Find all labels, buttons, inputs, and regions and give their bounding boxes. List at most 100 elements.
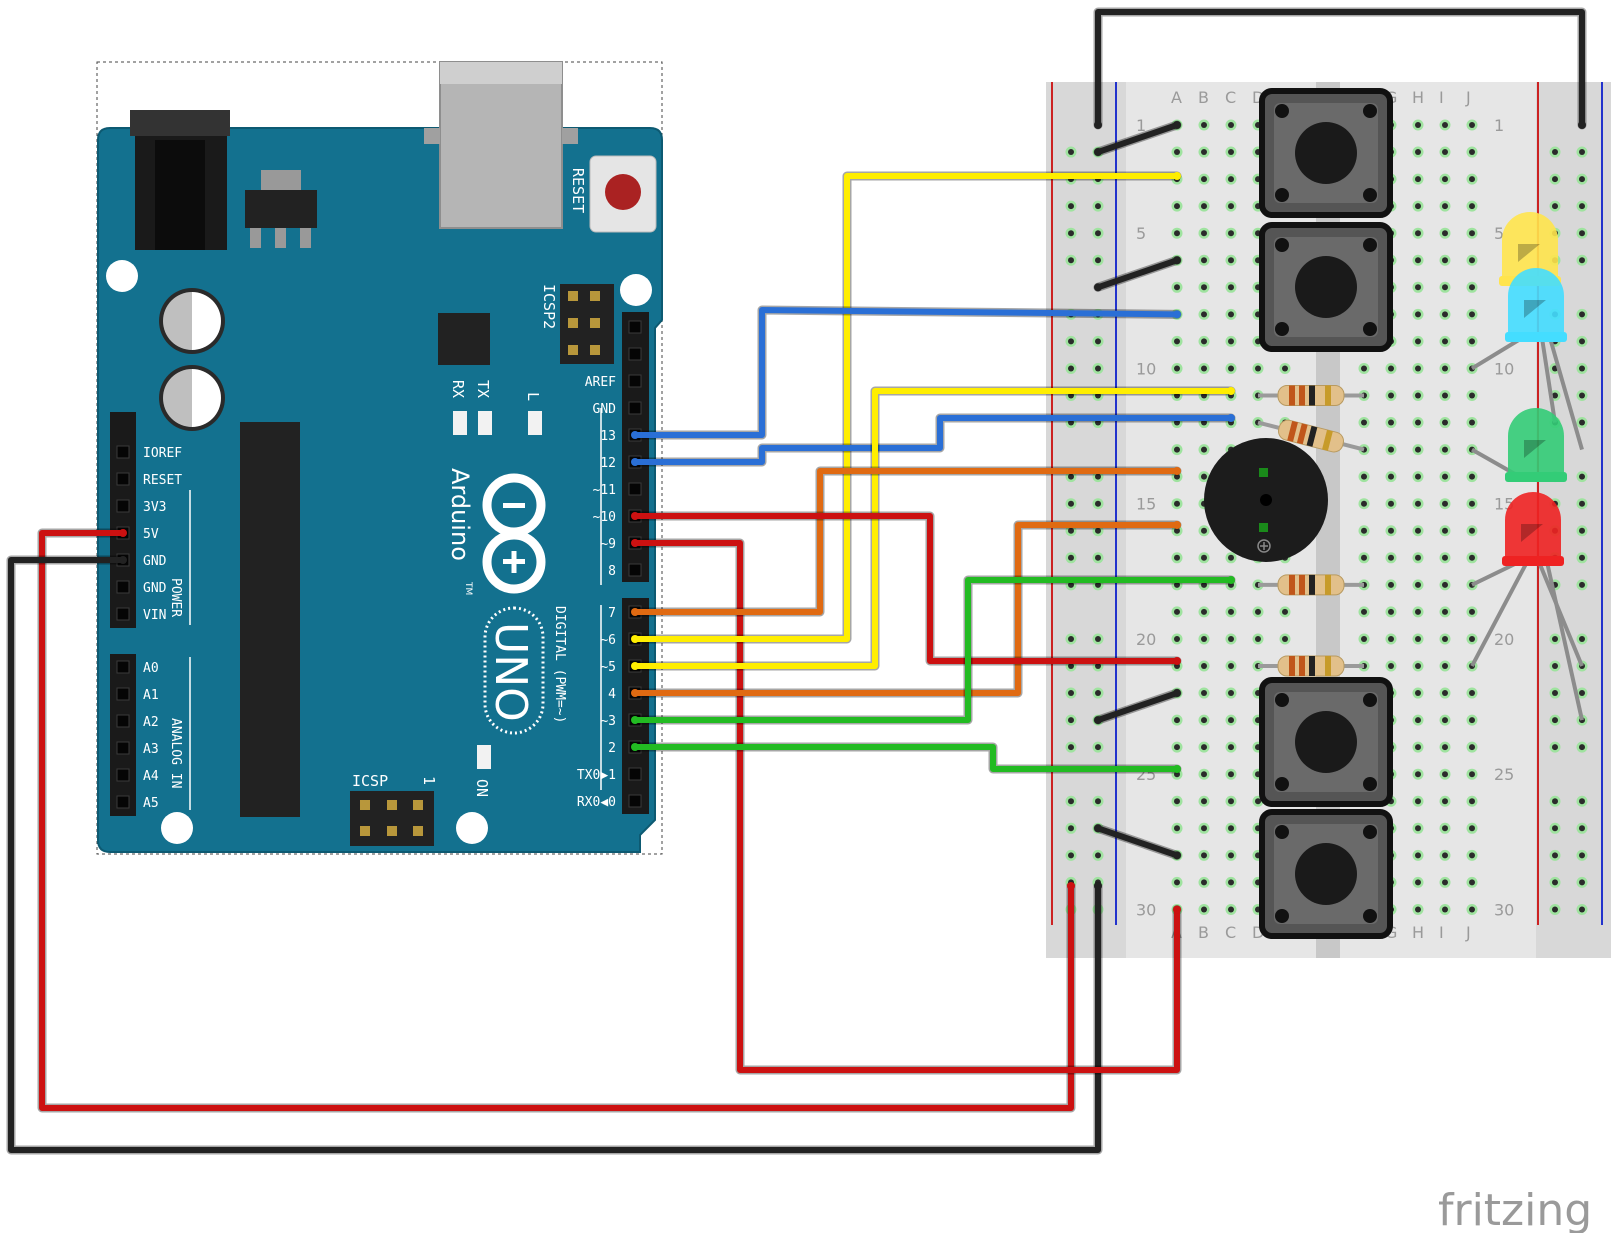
tx-led (478, 411, 492, 435)
header-pin (116, 714, 130, 728)
usb-connector-top (440, 62, 562, 84)
regulator-leg (275, 228, 286, 248)
header-pin (628, 482, 642, 496)
analog-pin-label: A3 (143, 742, 159, 757)
mounting-hole (161, 812, 193, 844)
pin7-wire (632, 468, 1180, 615)
header-pin (116, 445, 130, 459)
power-pin-label: GND (143, 581, 167, 596)
pin13-wire (632, 307, 1180, 438)
digital-pin-label: RX0◀0 (577, 795, 616, 810)
analog-caption: ANALOG IN (168, 718, 183, 788)
digital-pin-label: ~5 (600, 660, 616, 675)
resistor (1258, 655, 1364, 677)
header-pin (628, 563, 642, 577)
power-pin-labels: IOREF RESET 3V3 5V GND GND VIN (143, 446, 182, 623)
resistors (1257, 385, 1365, 677)
power-jack-top (130, 110, 230, 136)
row-label: 5 (1136, 224, 1146, 243)
header-pin (116, 580, 130, 594)
regulator-tab (261, 170, 301, 192)
power-pin-label: IOREF (143, 446, 182, 461)
header-pin (116, 499, 130, 513)
on-led (477, 745, 491, 769)
button-gnd-jumper (1095, 825, 1180, 859)
header-pin (628, 320, 642, 334)
push-button-cap[interactable] (1295, 843, 1357, 905)
push-button-cap[interactable] (1295, 256, 1357, 318)
row-label: 25 (1494, 765, 1514, 784)
icsp-pin1-label: 1 (420, 776, 438, 785)
power-caption: POWER (168, 578, 183, 617)
pin6-wire (632, 173, 1180, 642)
resistor (1258, 385, 1364, 406)
arduino-board (97, 127, 663, 853)
wires (6, 7, 1587, 1155)
digital-pin-label: ~9 (600, 537, 616, 552)
analog-pin-label: A5 (143, 796, 159, 811)
row-label: 30 (1494, 900, 1514, 919)
digital-pin-label: ~11 (593, 483, 616, 498)
analog-pin-label: A4 (143, 769, 159, 784)
usb-connector (439, 61, 563, 229)
piezo-buzzer (1204, 438, 1328, 562)
on-label: ON (473, 779, 491, 797)
atmega-chip (240, 422, 300, 817)
digital-pin-label: AREF (585, 375, 616, 390)
header-pin (116, 472, 130, 486)
push-button[interactable] (1259, 809, 1393, 939)
power-pin-label: 5V (143, 527, 159, 542)
power-pin-label: 3V3 (143, 500, 166, 515)
header-pin (628, 794, 642, 808)
rx-label: RX (449, 380, 467, 398)
column-label: B (1198, 88, 1209, 107)
push-button[interactable] (1259, 88, 1393, 218)
button-gnd-jumper (1095, 257, 1180, 291)
push-button-cap[interactable] (1295, 122, 1357, 184)
digital-pin-label: ~3 (600, 714, 616, 729)
power-pin-label: RESET (143, 473, 182, 488)
power-pin-label: VIN (143, 608, 166, 623)
icsp-header (350, 791, 434, 846)
push-button[interactable] (1259, 222, 1393, 352)
gnd-rail-bridge-wire (1095, 9, 1585, 128)
column-label: C (1225, 88, 1236, 107)
gnd-wire (8, 557, 1101, 1153)
pin12-wire (632, 415, 1234, 465)
regulator-leg (300, 228, 311, 248)
icsp2-label: ICSP2 (540, 284, 558, 329)
reset-button-cap[interactable] (605, 174, 641, 210)
led (1470, 492, 1584, 721)
power-pin-label: GND (143, 554, 167, 569)
voltage-regulator (245, 190, 317, 228)
row-label: 20 (1136, 630, 1156, 649)
arduino-logo-icon (482, 473, 546, 594)
column-label: B (1198, 923, 1209, 942)
header-pin (628, 767, 642, 781)
row-label: 20 (1494, 630, 1514, 649)
regulator-leg (250, 228, 261, 248)
uno-badge (483, 606, 545, 735)
mounting-hole (106, 260, 138, 292)
pin5-wire (632, 388, 1234, 669)
push-button[interactable] (1259, 677, 1393, 807)
leds (1470, 212, 1584, 721)
pin3-wire (632, 577, 1234, 723)
led (1470, 268, 1584, 451)
analog-pin-label: A2 (143, 715, 159, 730)
led (1471, 408, 1567, 482)
header-pin (116, 607, 130, 621)
digital-pin-label: ~10 (593, 510, 616, 525)
header-pin (116, 741, 130, 755)
analog-pin-label: A0 (143, 661, 159, 676)
push-button-cap[interactable] (1295, 711, 1357, 773)
5v-wire (39, 530, 1074, 1111)
column-label: H (1412, 88, 1424, 107)
analog-pin-label: A1 (143, 688, 159, 703)
digital-caption: DIGITAL (PWM=~) (552, 606, 567, 723)
row-label: 1 (1136, 116, 1146, 135)
fritzing-brand: fritzing (1438, 1185, 1592, 1233)
header-pin (628, 401, 642, 415)
